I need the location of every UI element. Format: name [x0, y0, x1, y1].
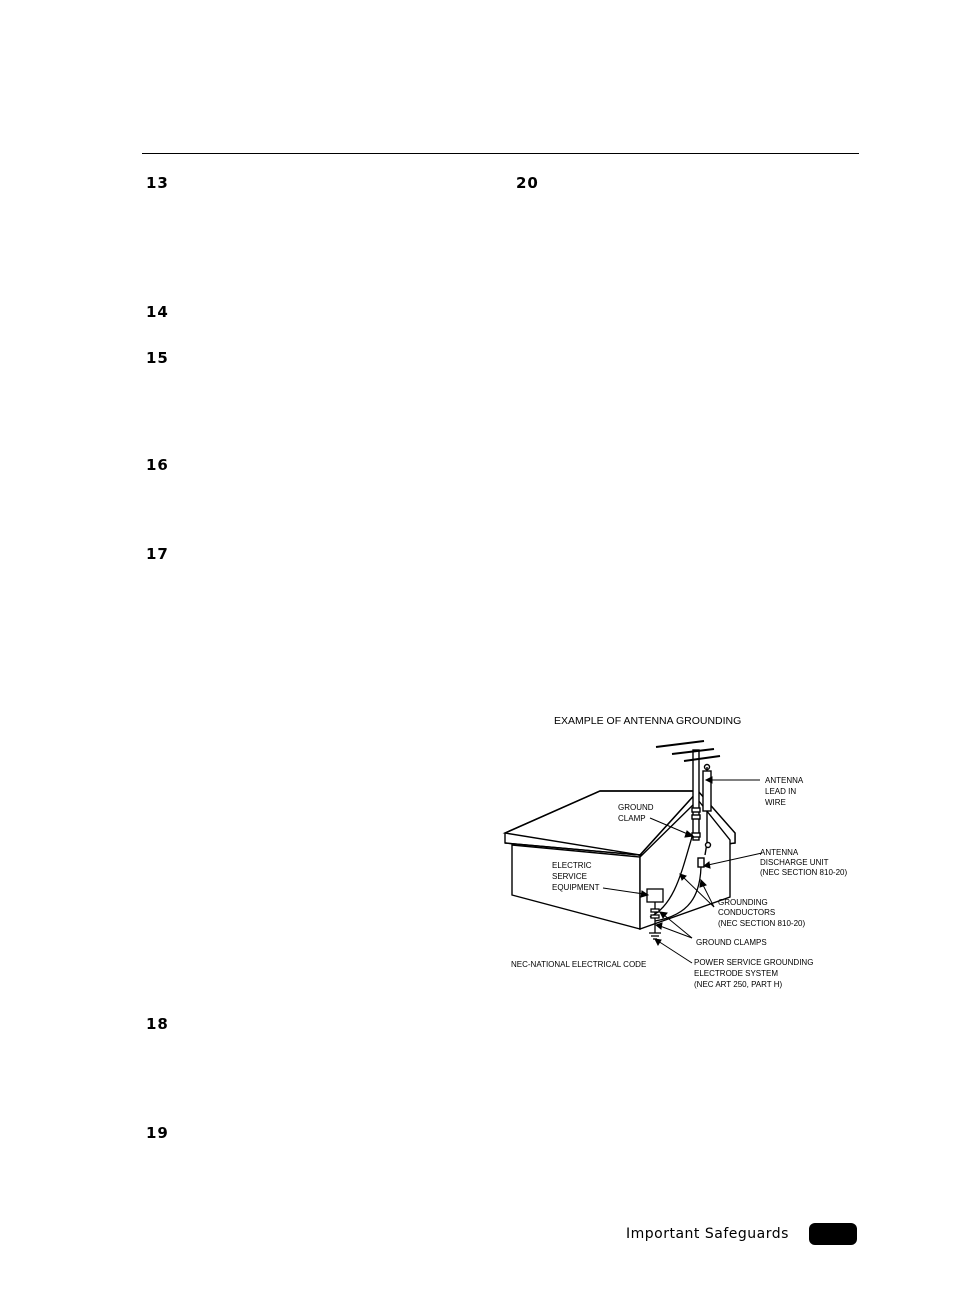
section-number-18: 18 — [146, 1015, 169, 1033]
callout-arrows — [602, 776, 763, 964]
header-rule — [142, 153, 859, 154]
nec-note-label: NEC-NATIONAL ELECTRICAL CODE — [511, 960, 646, 969]
electric-service-equipment-label: ELECTRIC SERVICE EQUIPMENT — [552, 861, 600, 892]
antenna-discharge-unit-label: ANTENNA DISCHARGE UNIT (NEC SECTION 810-… — [760, 848, 847, 877]
section-number-14: 14 — [146, 303, 169, 321]
figure-title: EXAMPLE OF ANTENNA GROUNDING — [554, 715, 741, 727]
antenna-mast — [655, 740, 721, 868]
power-service-grounding-label: POWER SERVICE GROUNDING ELECTRODE SYSTEM… — [694, 958, 816, 989]
antenna-grounding-figure: EXAMPLE OF ANTENNA GROUNDING — [502, 715, 847, 989]
section-number-20: 20 — [516, 174, 539, 192]
section-number-13: 13 — [146, 174, 169, 192]
antenna-lead-in-label: ANTENNA LEAD IN WIRE — [765, 776, 805, 807]
section-number-19: 19 — [146, 1124, 169, 1142]
page-number-tab — [809, 1223, 857, 1245]
grounding-conductors-label: GROUNDING CONDUCTORS (NEC SECTION 810-20… — [718, 898, 805, 928]
footer-title: Important Safeguards — [626, 1226, 789, 1242]
ground-clamps-label: GROUND CLAMPS — [696, 938, 767, 947]
section-number-16: 16 — [146, 456, 169, 474]
section-number-15: 15 — [146, 349, 169, 367]
ground-clamp-label: GROUND CLAMP — [618, 803, 656, 823]
grounding-conductors — [646, 836, 702, 940]
section-number-17: 17 — [146, 545, 169, 563]
